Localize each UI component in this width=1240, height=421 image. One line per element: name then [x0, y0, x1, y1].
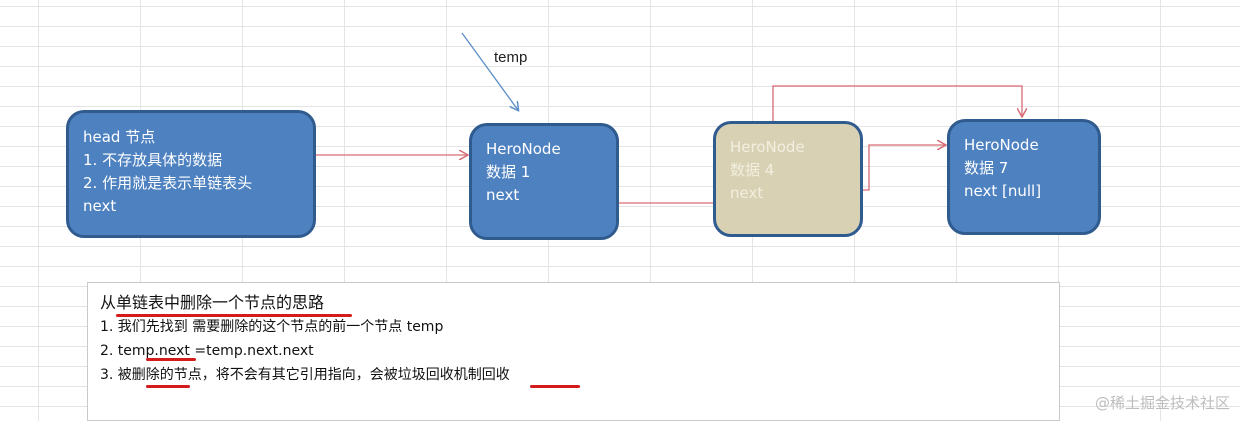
note-step-3-underline-b	[530, 385, 580, 388]
deleted-hero-node-next: next	[730, 184, 764, 202]
hero-node-7: HeroNode 数据 7 next [null]	[947, 119, 1101, 235]
head-node-title: head 节点	[83, 128, 156, 146]
note-title-underline	[116, 314, 352, 317]
note-step-3-underline-a	[146, 385, 190, 388]
note-step-2-underline	[146, 358, 196, 361]
head-node-desc-1: 1. 不存放具体的数据	[83, 151, 223, 169]
hero-node-1-next: next	[486, 186, 520, 204]
temp-pointer-arrow	[461, 32, 518, 110]
note-title: 从单链表中删除一个节点的思路	[100, 291, 352, 317]
hero-node-7-data: 数据 7	[964, 159, 1009, 177]
head-node-desc-2: 2. 作用就是表示单链表头	[83, 174, 253, 192]
temp-label: temp	[494, 49, 528, 66]
hero-node-1: HeroNode 数据 1 next	[469, 123, 619, 240]
hero-node-1-type: HeroNode	[486, 140, 561, 158]
hero-node-1-data: 数据 1	[486, 163, 531, 181]
note-step-2-text: 2. temp.next =temp.next.next	[100, 343, 314, 359]
watermark: @稀土掘金技术社区	[1094, 394, 1230, 412]
head-node-next: next	[83, 197, 117, 215]
hero-node-7-next: next [null]	[964, 182, 1042, 200]
deleted-hero-node-data: 数据 4	[730, 161, 775, 179]
note-step-3: 3. 被删除的节点，将不会有其它引用指向，会被垃圾回收机制回收	[100, 363, 1047, 388]
deleted-hero-node: HeroNode 数据 4 next	[713, 121, 863, 237]
note-step-1: 1. 我们先找到 需要删除的这个节点的前一个节点 temp	[100, 319, 444, 335]
note-step-2: 2. temp.next =temp.next.next	[100, 339, 1047, 363]
note-title-text: 从单链表中删除一个节点的思路	[100, 293, 325, 312]
note-step-3-text: 3. 被删除的节点，将不会有其它引用指向，会被垃圾回收机制回收	[100, 367, 510, 383]
deleted-hero-node-type: HeroNode	[730, 138, 805, 156]
deletion-steps-note: 从单链表中删除一个节点的思路 1. 我们先找到 需要删除的这个节点的前一个节点 …	[87, 282, 1060, 421]
hero-node-7-type: HeroNode	[964, 136, 1039, 154]
head-node: head 节点 1. 不存放具体的数据 2. 作用就是表示单链表头 next	[66, 110, 316, 238]
